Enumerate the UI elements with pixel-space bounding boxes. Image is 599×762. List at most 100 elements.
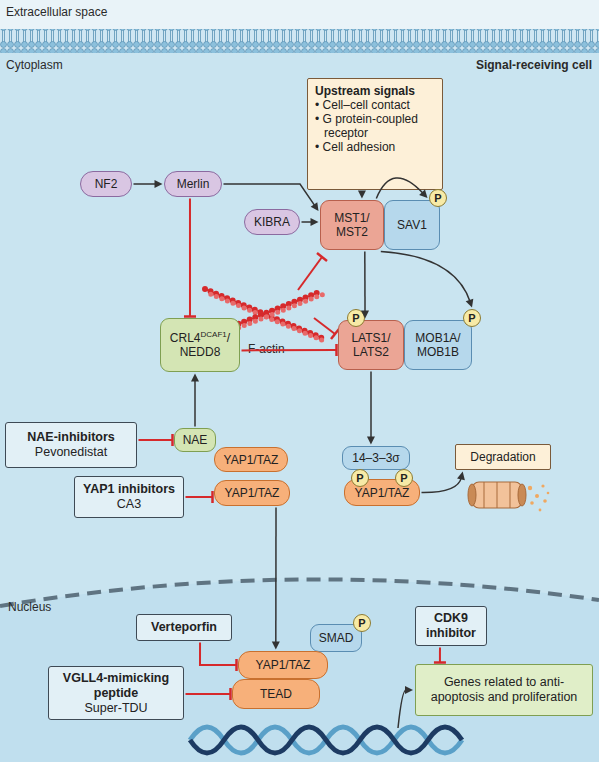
arrow-head bbox=[272, 641, 280, 649]
node-text: Merlin bbox=[177, 177, 210, 191]
arrow-head bbox=[457, 472, 465, 481]
activation-arrow bbox=[134, 180, 163, 188]
region-label: Cytoplasm bbox=[6, 58, 63, 72]
arrow-head bbox=[361, 310, 369, 318]
drug-box: YAP1 inhibitorsCA3 bbox=[74, 476, 184, 518]
activation-arrow bbox=[422, 472, 465, 493]
inhibition-connector bbox=[186, 688, 231, 700]
inhibition-bar bbox=[335, 344, 338, 356]
arrow-head bbox=[419, 189, 427, 198]
node-text: YAP1/TAZ bbox=[256, 658, 311, 672]
text-wrap: CRL4DCAF1/ NEDD8 bbox=[166, 331, 234, 359]
inhibition-bar bbox=[184, 315, 196, 318]
phospho-circle: P bbox=[351, 469, 369, 487]
phospho-circle: P bbox=[353, 614, 371, 632]
adaptor-node: 14–3–3σ bbox=[342, 446, 410, 470]
node-text: YAP1/TAZ bbox=[355, 486, 410, 500]
enzyme-node: NAE bbox=[174, 428, 216, 452]
activation-arrow bbox=[302, 218, 319, 226]
node-text: Degradation bbox=[470, 450, 535, 464]
activation-arrow bbox=[361, 252, 369, 319]
ligase-node: CRL4DCAF1/ NEDD8 bbox=[160, 318, 240, 372]
cytoplasm-region bbox=[0, 53, 599, 762]
adaptor-node: SAV1P bbox=[384, 200, 440, 250]
activation-arrow bbox=[272, 508, 280, 650]
inhibition-bar bbox=[434, 661, 446, 664]
extracellular-band bbox=[0, 0, 599, 30]
node-text: MOB1A/ MOB1B bbox=[413, 331, 463, 359]
connector-line bbox=[189, 199, 191, 317]
effector-node: YAP1/TAZPP bbox=[344, 479, 420, 506]
kinase-node: LATS1/ LATS2P bbox=[338, 320, 404, 370]
connector-line bbox=[370, 372, 372, 439]
node-text: Verteporfin bbox=[151, 620, 217, 635]
phospho-circle: P bbox=[429, 189, 447, 207]
cell-label: Signal-receiving cell bbox=[476, 58, 592, 72]
connector-line bbox=[139, 439, 173, 441]
activation-arrow bbox=[376, 178, 427, 199]
activation-arrow bbox=[224, 184, 319, 211]
node-text: LATS1/ LATS2 bbox=[348, 331, 394, 359]
activation-arrow bbox=[367, 372, 375, 445]
f-actin-inhibition bbox=[298, 253, 339, 339]
protein-node: KIBRA bbox=[244, 209, 300, 235]
node-text: NF2 bbox=[95, 177, 118, 191]
node-text: SMAD bbox=[319, 631, 354, 645]
node-text: CRL4 bbox=[170, 331, 201, 345]
node-text: YAP1 inhibitors bbox=[83, 482, 175, 497]
drug-box: Verteporfin bbox=[136, 614, 232, 641]
text-wrap: MOB1A/ MOB1B bbox=[413, 331, 463, 359]
node-text: Upstream signals bbox=[315, 84, 415, 98]
activation-arrow bbox=[358, 190, 366, 198]
connector-line bbox=[134, 183, 157, 185]
node-text: P bbox=[352, 313, 359, 324]
text-wrap: LATS1/ LATS2 bbox=[348, 331, 394, 359]
phospho-circle: P bbox=[395, 469, 413, 487]
inhibition-bar bbox=[235, 659, 238, 671]
transcription-arrow bbox=[398, 686, 413, 728]
nuclear-envelope bbox=[0, 579, 599, 606]
node-text: Genes related to anti-apoptosis and prol… bbox=[424, 675, 584, 705]
connector-line bbox=[194, 380, 196, 427]
node-text: • G protein-coupled receptor bbox=[315, 112, 435, 140]
node-text: Pevonedistat bbox=[35, 445, 107, 460]
text-wrap: MST1/ MST2 bbox=[332, 211, 372, 239]
arrow-head bbox=[466, 299, 474, 308]
connector-line bbox=[186, 496, 213, 498]
node-text: CDK9 inhibitor bbox=[416, 611, 486, 641]
node-text: P bbox=[400, 473, 407, 484]
connector-line bbox=[200, 643, 237, 666]
region-label: Nucleus bbox=[8, 600, 51, 614]
node-text: NAE bbox=[183, 433, 208, 447]
inhibition-connector bbox=[139, 434, 173, 446]
connector-line bbox=[439, 648, 441, 663]
membrane-base bbox=[0, 29, 599, 53]
arrow-head bbox=[367, 436, 375, 444]
signal-box: Upstream signals• Cell–cell contact• G p… bbox=[307, 78, 443, 190]
arrow-head bbox=[191, 374, 199, 382]
connector-line bbox=[381, 252, 470, 302]
node-text: TEAD bbox=[260, 687, 292, 701]
nucleus-region bbox=[0, 579, 599, 762]
arrow-head bbox=[155, 180, 163, 188]
node-text: P bbox=[356, 473, 363, 484]
node-text: YAP1/TAZ bbox=[224, 453, 279, 467]
node-text: NAE-inhibitors bbox=[27, 430, 115, 445]
activation-arrow bbox=[381, 252, 473, 308]
effector-node: YAP1/TAZ bbox=[214, 480, 290, 506]
protein-node: NF2 bbox=[80, 171, 132, 197]
node-text: P bbox=[434, 193, 441, 204]
node-text: P bbox=[468, 313, 475, 324]
connector-line bbox=[275, 508, 277, 644]
region-label: Extracellular space bbox=[6, 5, 107, 19]
inhibition-connector bbox=[184, 199, 196, 317]
inhibition-bar bbox=[211, 491, 214, 503]
effector-node: YAP1/TAZ bbox=[238, 651, 328, 679]
structure-label: F-actin bbox=[248, 342, 285, 356]
connector-line bbox=[361, 192, 363, 193]
lipid-bilayer bbox=[0, 29, 599, 53]
arrow-head bbox=[311, 202, 319, 211]
